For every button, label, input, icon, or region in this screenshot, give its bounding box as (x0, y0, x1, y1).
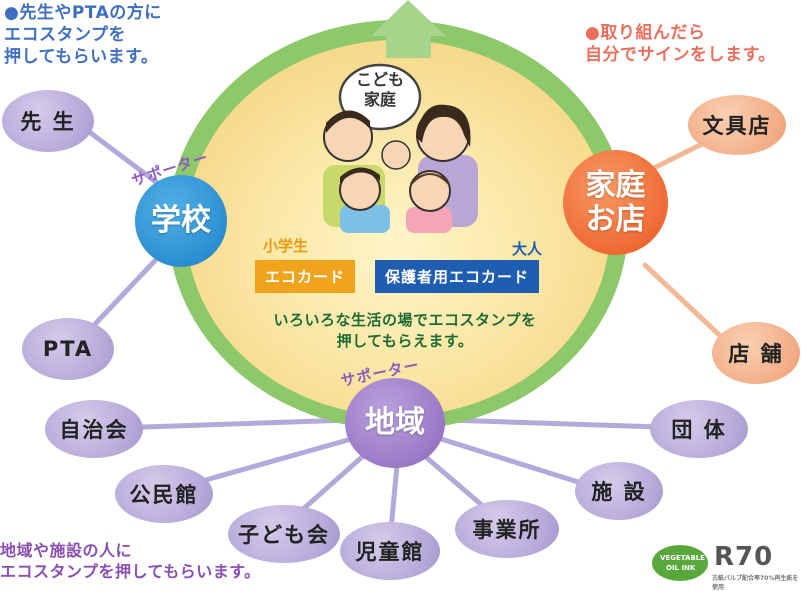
node-kominkan: 公民館 (115, 465, 213, 523)
node-jidokan: 児童館 (340, 522, 440, 580)
note-bottom-left: 地域や施設の人に エコスタンプを押してもらいます。 (0, 541, 261, 581)
adult-eco-card: 保護者用エコカード (375, 260, 540, 293)
node-jichikai: 自治会 (45, 400, 143, 458)
node-jigyosho: 事業所 (455, 500, 559, 558)
child-label: 小学生 (263, 237, 309, 255)
node-shops: 店 舗 (712, 322, 800, 384)
child-eco-card: エコカード (255, 260, 356, 293)
veg-ink-line2: OIL INK (666, 564, 696, 572)
line-jichikai (112, 417, 353, 431)
region-hub: 地域 (345, 378, 445, 468)
center-caption: いろいろな生活の場でエコスタンプを 押してもらえます。 (273, 311, 537, 350)
note-top-right: ●取り組んだら 自分でサインをします。 (585, 23, 776, 65)
node-shisetsu: 施 設 (575, 462, 663, 520)
up-arrow-icon (371, 0, 446, 58)
veg-ink-line1: VEGETABLE (660, 554, 705, 562)
region-hub-label: 地域 (365, 405, 425, 440)
home-store-hub-label: 家庭 お店 (585, 167, 646, 237)
node-dantai: 団 体 (650, 400, 748, 458)
speech-text: こども 家庭 (355, 70, 404, 109)
line-shops (642, 262, 733, 348)
vegetable-oil-ink-logo-icon: VEGETABLE OIL INK (652, 545, 708, 581)
node-stationery: 文具店 (688, 95, 786, 155)
note-top-left: ●先生やPTAの方に エコスタンプを 押してもらいます。 (4, 3, 162, 67)
adult-label: 大人 (512, 240, 543, 258)
school-hub-label: 学校 (151, 203, 211, 238)
r70-note: 古紙パルプ配合率70%再生紙を使用 (712, 575, 799, 591)
r70-logo: R70 (714, 542, 774, 572)
line-dantai (445, 417, 693, 431)
school-hub: 学校 (135, 175, 227, 267)
family-illustration-icon (323, 63, 478, 233)
line-teacher (77, 122, 163, 188)
node-kodomokai: 子ども会 (228, 505, 340, 563)
node-pta: PTA (22, 318, 114, 380)
node-teacher: 先 生 (2, 90, 94, 152)
home-store-hub: 家庭 お店 (563, 150, 668, 255)
